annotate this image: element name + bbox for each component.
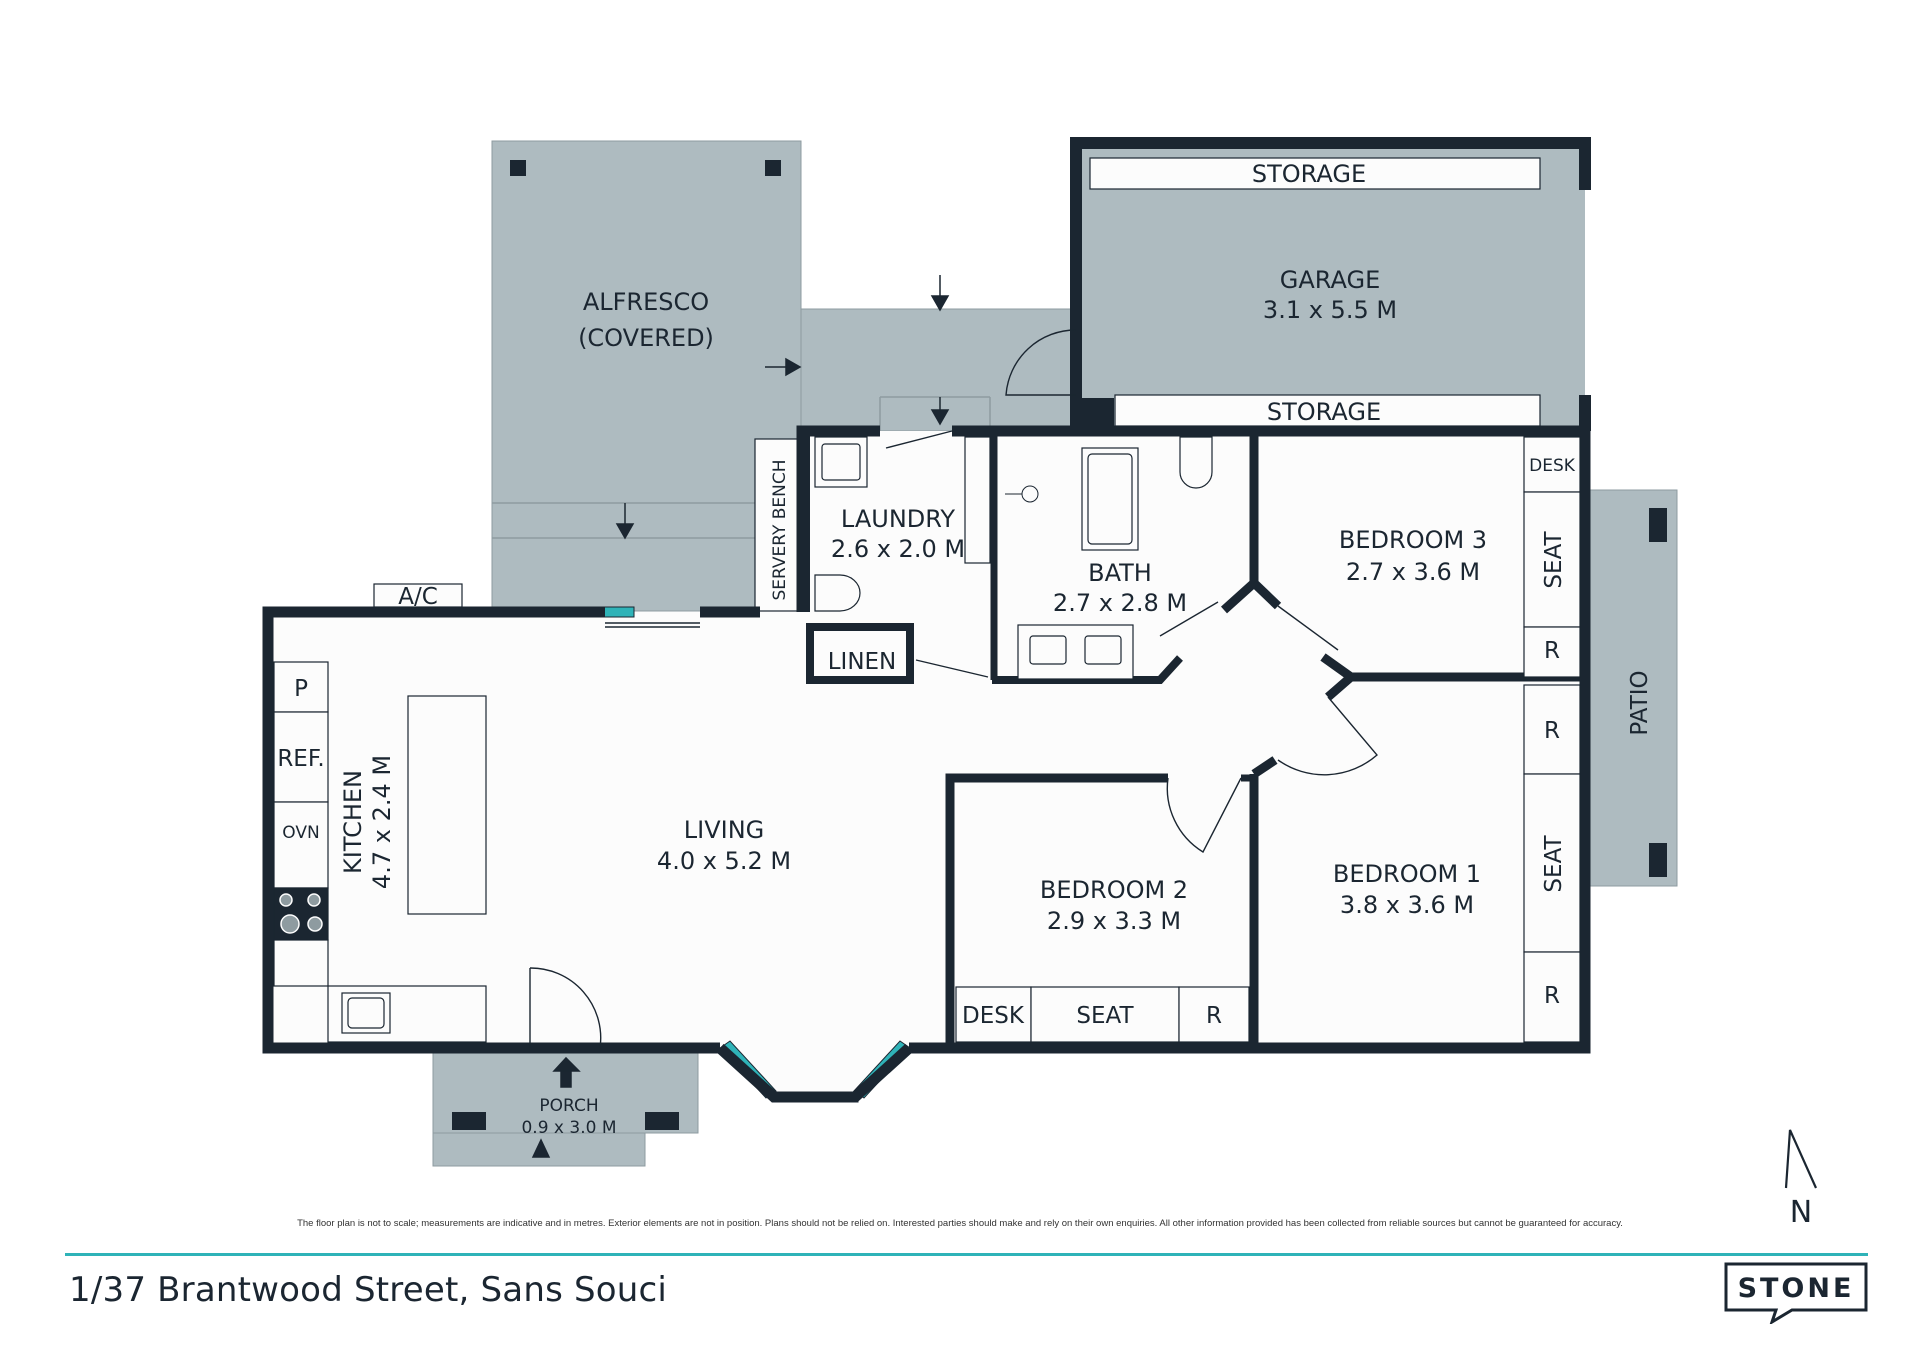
garage-size: 3.1 x 5.5 M: [1263, 296, 1397, 324]
fridge-label: REF.: [277, 746, 324, 772]
living-size: 4.0 x 5.2 M: [657, 847, 791, 875]
entry-arrows: [531, 275, 950, 1158]
compass-label: N: [1790, 1195, 1812, 1230]
alfresco-label: ALFRESCO: [583, 288, 709, 316]
shower-icon: [1005, 485, 1039, 503]
b2-desk-label: DESK: [962, 1003, 1025, 1029]
ac-unit: [373, 583, 463, 608]
bath-label: BATH: [1088, 559, 1152, 587]
b3-robe-label: R: [1544, 638, 1560, 664]
pantry-label: P: [294, 676, 308, 702]
alfresco-lines: [492, 396, 991, 539]
footer-rule: [65, 1253, 1868, 1256]
cooktop-icon: [279, 893, 323, 934]
living-label: LIVING: [684, 816, 765, 844]
storage-bottom-label: STORAGE: [1267, 398, 1381, 426]
porch-size: 0.9 x 3.0 M: [521, 1118, 616, 1138]
garage-area: [1076, 143, 1585, 430]
bedroom2-size: 2.9 x 3.3 M: [1047, 907, 1181, 935]
b1-robe-bottom-label: R: [1544, 983, 1560, 1009]
patio-label: PATIO: [1627, 670, 1653, 735]
bedroom2-label: BEDROOM 2: [1040, 876, 1188, 904]
laundry-label: LAUNDRY: [841, 505, 955, 533]
b3-seat-label: SEAT: [1541, 530, 1567, 588]
walls: [262, 137, 1591, 1103]
stone-logo: STONE: [1724, 1262, 1868, 1324]
storage-boxes: [1089, 157, 1541, 427]
property-address: 1/37 Brantwood Street, Sans Souci: [69, 1270, 668, 1310]
kitchen-size: 4.7 x 2.4 M: [368, 755, 396, 889]
b2-seat-label: SEAT: [1076, 1003, 1134, 1029]
bedroom1-size: 3.8 x 3.6 M: [1340, 891, 1474, 919]
brand-label: STONE: [1738, 1273, 1855, 1304]
laundry-size: 2.6 x 2.0 M: [831, 535, 965, 563]
b1-robe-top-label: R: [1544, 718, 1560, 744]
bath-size: 2.7 x 2.8 M: [1053, 589, 1187, 617]
storage-top-label: STORAGE: [1252, 160, 1366, 188]
north-arrow-icon: [1784, 1129, 1818, 1189]
linen-label: LINEN: [828, 649, 897, 675]
bedroom-fixtures: [955, 436, 1581, 1043]
servery-bench-label: SERVERY BENCH: [770, 459, 790, 600]
oven-label: OVN: [282, 823, 319, 843]
laundry-cabinet: [964, 436, 991, 564]
room-labels: ALFRESCO (COVERED) GARAGE 3.1 x 5.5 M ST…: [277, 160, 1812, 1230]
ac-label: A/C: [398, 584, 438, 610]
bedroom3-label: BEDROOM 3: [1339, 526, 1487, 554]
toilet-icon: [814, 574, 861, 612]
b1-seat-label: SEAT: [1541, 834, 1567, 892]
disclaimer-text: The floor plan is not to scale; measurem…: [297, 1218, 1623, 1229]
bedroom3-size: 2.7 x 3.6 M: [1346, 558, 1480, 586]
porch-label: PORCH: [539, 1096, 598, 1116]
alfresco-area: [491, 140, 802, 612]
wet-fixtures: [814, 436, 1213, 680]
b3-desk-label: DESK: [1529, 456, 1576, 476]
servery-bench: [754, 438, 803, 612]
doors: [529, 329, 1378, 1049]
kitchen-fixtures: [273, 661, 487, 1043]
alfresco-sub-label: (COVERED): [578, 324, 714, 352]
bedroom1-label: BEDROOM 1: [1333, 860, 1481, 888]
garage-label: GARAGE: [1280, 266, 1380, 294]
posts: [452, 160, 1667, 1130]
b2-robe-label: R: [1206, 1003, 1222, 1029]
toilet-icon: [1179, 436, 1213, 489]
kitchen-label: KITCHEN: [339, 770, 367, 874]
patio-area: [1583, 489, 1678, 887]
